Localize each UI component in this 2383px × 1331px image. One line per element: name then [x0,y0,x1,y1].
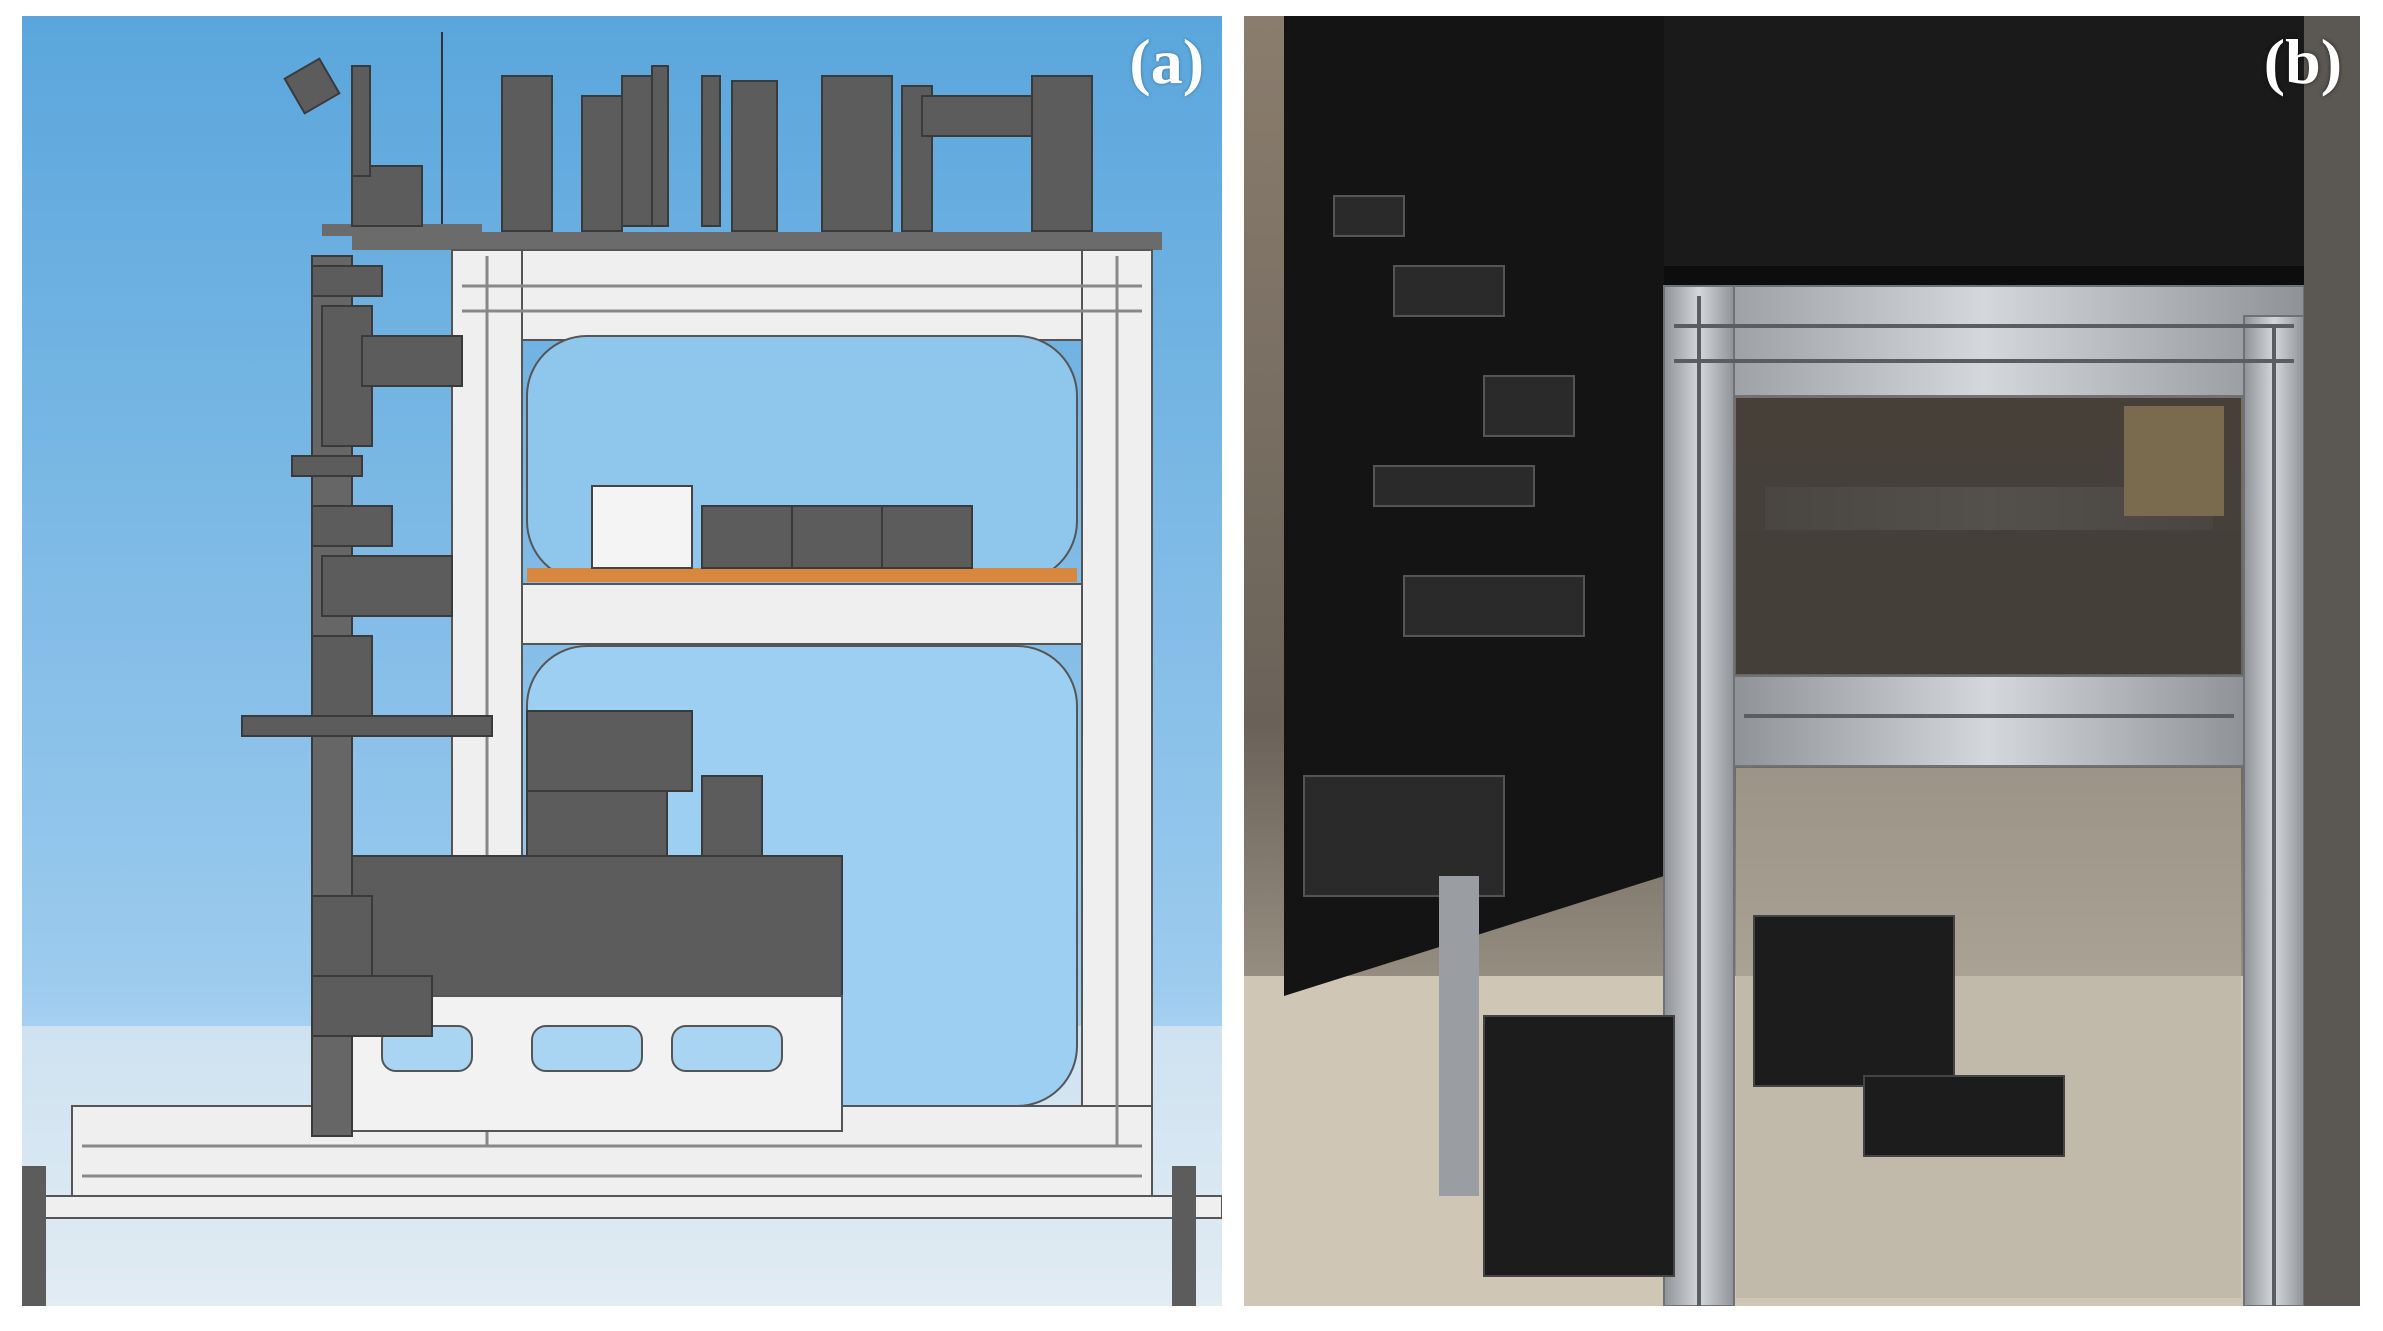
panel-label-b: (b) [2263,26,2342,97]
top-shelf-edge [1664,266,2360,286]
lower-blocks [351,710,843,997]
lower-stage [1483,915,2065,1277]
panel-a-cad-rendering: (a) [22,16,1222,1306]
top-black-shelf [1664,16,2360,276]
side-optics [241,265,493,1037]
orange-shelf [527,568,1077,582]
vertical-stage [1439,876,1479,1196]
enclosure-windows [381,1025,783,1072]
photograph-image [1244,16,2360,1306]
bag [2124,406,2224,516]
shelf-boxes [701,505,973,569]
top-optics [283,57,1093,232]
right-edge-equipment [2304,16,2360,1306]
frame [22,249,1222,1219]
panel-b-photograph: (b) [1244,16,2360,1306]
cad-rendering-image [22,16,1222,1306]
top-plate [352,232,1162,250]
feet [22,1166,1196,1306]
controller-box [591,485,693,569]
frame-slots-b [1674,296,2294,1306]
panel-label-a: (a) [1129,26,1204,97]
